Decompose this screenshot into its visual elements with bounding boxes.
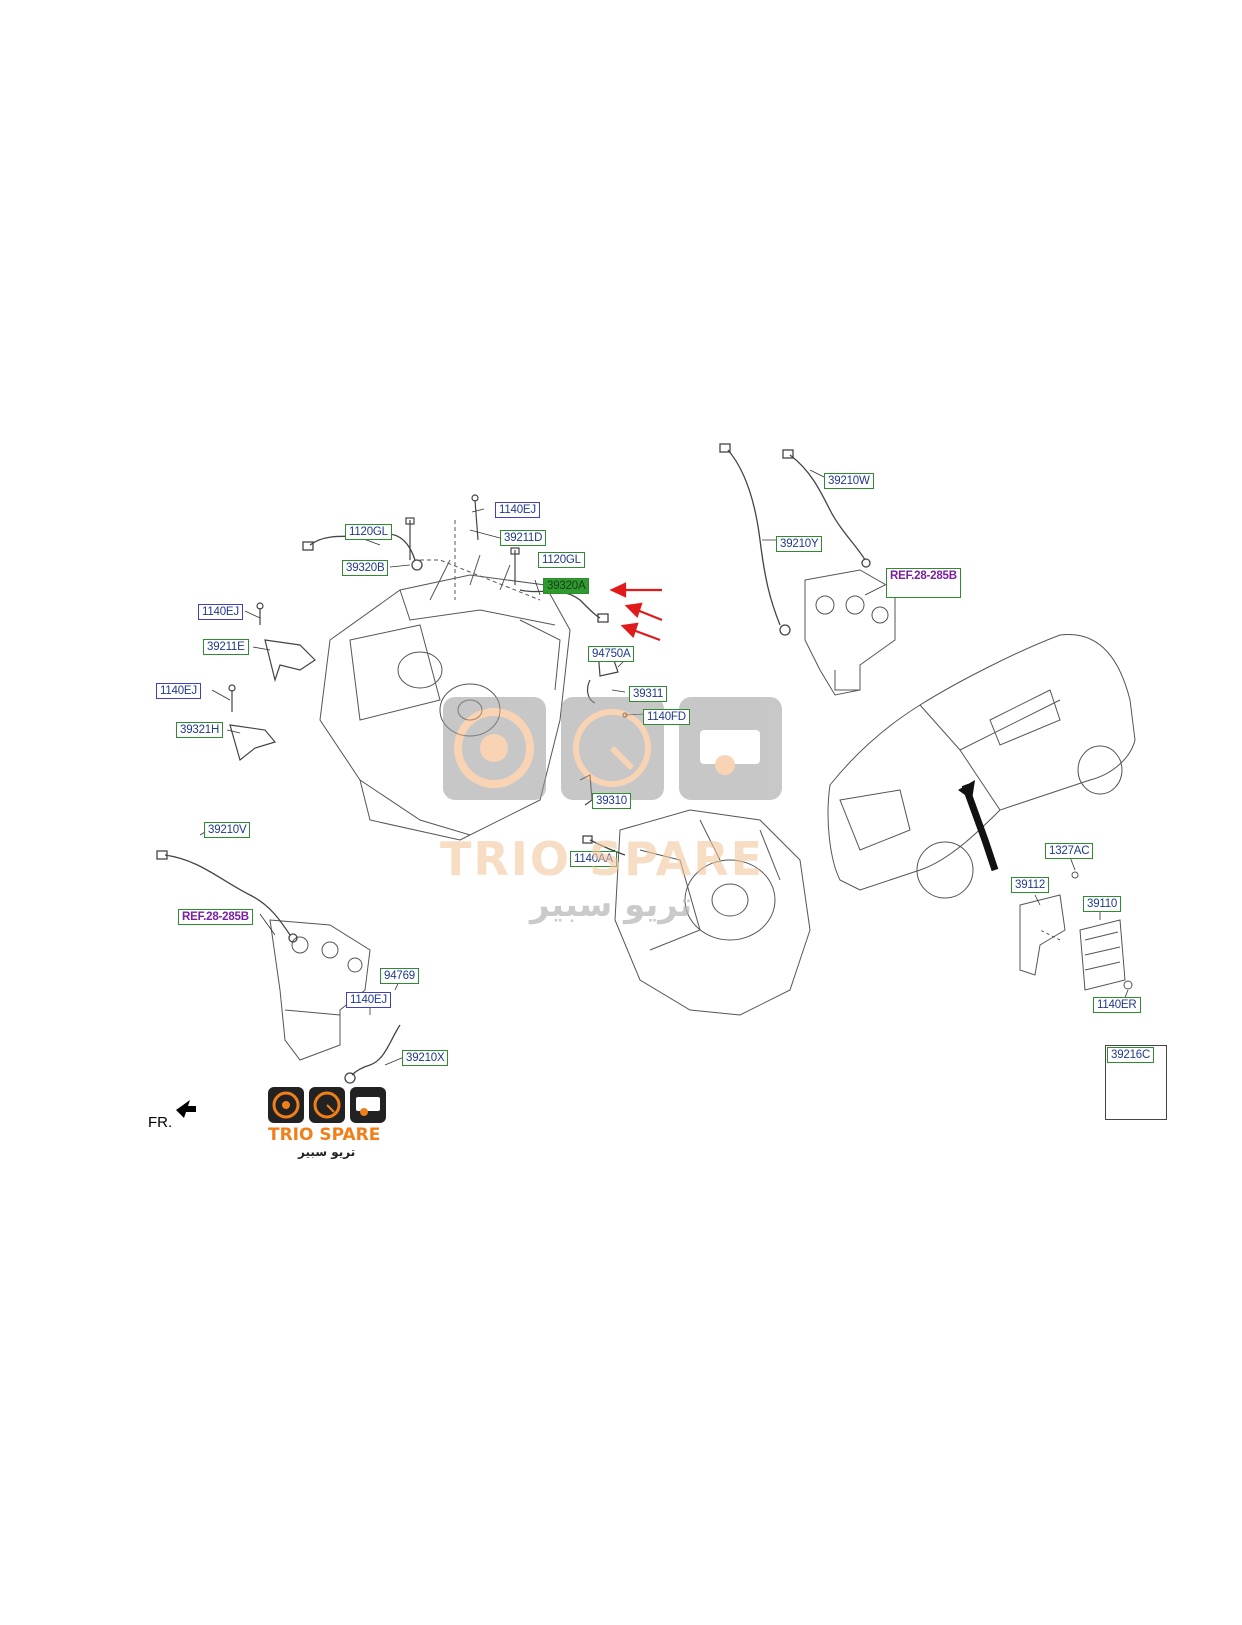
label-39310[interactable]: 39310: [592, 793, 631, 809]
label-39311[interactable]: 39311: [629, 686, 668, 702]
label-94769[interactable]: 94769: [380, 968, 419, 984]
label-39320b[interactable]: 39320B: [342, 560, 389, 576]
ref-28-285b-right[interactable]: REF.28-285B: [886, 568, 961, 598]
pointer-arrow-icon: [961, 783, 999, 872]
label-1120gl-right[interactable]: 1120GL: [538, 552, 585, 568]
exhaust-manifold-right: [804, 569, 896, 696]
engine-block: [319, 520, 571, 841]
label-39320a-highlighted[interactable]: 39320A: [543, 578, 590, 594]
oxygen-sensors: [156, 443, 871, 1084]
label-1140er[interactable]: 1140ER: [1093, 997, 1141, 1013]
label-39210y[interactable]: 39210Y: [776, 536, 823, 552]
label-1140ej-top[interactable]: 1140EJ: [495, 502, 540, 518]
logo-graphic: [268, 1087, 386, 1123]
label-1140ej-left2[interactable]: 1140EJ: [156, 683, 201, 699]
watermark-brand-arabic: تريو سبير: [530, 885, 693, 925]
label-39210w[interactable]: 39210W: [824, 473, 874, 489]
label-1140aa[interactable]: 1140AA: [570, 851, 617, 867]
label-39210x[interactable]: 39210X: [402, 1050, 449, 1066]
label-39321h[interactable]: 39321H: [176, 722, 224, 738]
exhaust-manifold-left: [269, 919, 371, 1061]
ecu-module: [1019, 871, 1133, 991]
label-1327ac[interactable]: 1327AC: [1045, 843, 1094, 859]
label-39211e[interactable]: 39211E: [203, 639, 249, 655]
logo-brand-arabic: تريو سبير: [298, 1145, 356, 1159]
knock-sensors: [228, 494, 628, 806]
label-1140ej-bottom[interactable]: 1140EJ: [346, 992, 391, 1008]
label-39211d[interactable]: 39211D: [500, 530, 547, 546]
transmission: [614, 809, 811, 1016]
red-pointer-arrows: [609, 582, 663, 642]
label-39216c[interactable]: 39216C: [1107, 1047, 1155, 1063]
label-39112[interactable]: 39112: [1011, 877, 1050, 893]
logo-brand: TRIO SPARE: [268, 1125, 381, 1145]
suv-vehicle: [827, 633, 1136, 899]
label-94750a[interactable]: 94750A: [588, 646, 635, 662]
pointer-arrow-head: [958, 780, 975, 800]
label-39110[interactable]: 39110: [1083, 896, 1122, 912]
front-marker: FR.: [148, 1114, 173, 1131]
label-1120gl-left[interactable]: 1120GL: [345, 524, 392, 540]
fr-direction-icon: [176, 1100, 196, 1118]
watermark-graphic: [443, 697, 782, 800]
label-39210v[interactable]: 39210V: [204, 822, 251, 838]
label-1140fd[interactable]: 1140FD: [643, 709, 690, 725]
ref-28-285b-left[interactable]: REF.28-285B: [178, 909, 253, 925]
watermark-brand: TRIO SPARE: [440, 832, 765, 886]
label-1140ej-left1[interactable]: 1140EJ: [198, 604, 243, 620]
